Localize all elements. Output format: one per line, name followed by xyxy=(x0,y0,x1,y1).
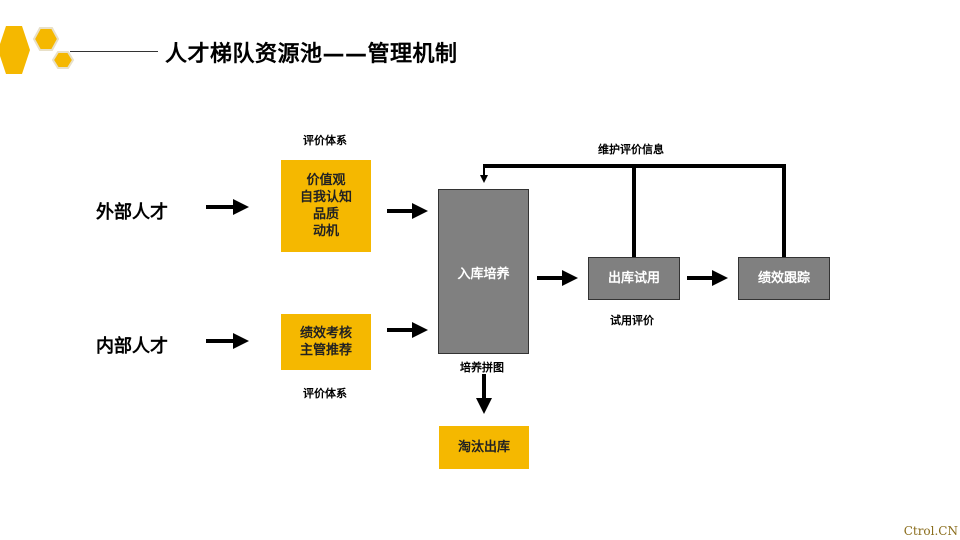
page-title: 人才梯队资源池——管理机制 xyxy=(165,42,458,67)
criteria-item: 主管推荐 xyxy=(299,343,352,358)
criteria-item: 绩效考核 xyxy=(299,326,352,341)
trial-box: 出库试用 xyxy=(588,257,680,300)
criteria-item: 动机 xyxy=(312,224,339,239)
hexagon-large xyxy=(0,26,30,74)
criteria-item: 自我认知 xyxy=(299,190,352,205)
source-external: 外部人才 xyxy=(96,202,168,223)
tracking-box: 绩效跟踪 xyxy=(738,257,830,300)
criteria-item: 价值观 xyxy=(306,173,346,188)
hexagon-small xyxy=(51,51,75,69)
label-eval-system-bottom: 评价体系 xyxy=(303,387,347,400)
footer-watermark: Ctrol.CN xyxy=(903,524,958,538)
internal-criteria-box: 绩效考核 主管推荐 xyxy=(281,314,371,370)
training-box: 入库培养 xyxy=(438,189,529,354)
label-maintain-eval-info: 维护评价信息 xyxy=(598,143,664,156)
external-criteria-box: 价值观 自我认知 品质 动机 xyxy=(281,160,371,252)
feedback-line-tracking xyxy=(484,164,786,257)
criteria-item: 品质 xyxy=(312,207,339,222)
label-training-puzzle: 培养拼图 xyxy=(460,361,504,374)
label-trial-eval: 试用评价 xyxy=(610,314,654,327)
label-eval-system-top: 评价体系 xyxy=(303,134,347,147)
eliminate-box: 淘汰出库 xyxy=(439,426,529,469)
source-internal: 内部人才 xyxy=(96,336,168,357)
title-rule xyxy=(70,51,158,52)
hexagon-top xyxy=(32,27,60,51)
